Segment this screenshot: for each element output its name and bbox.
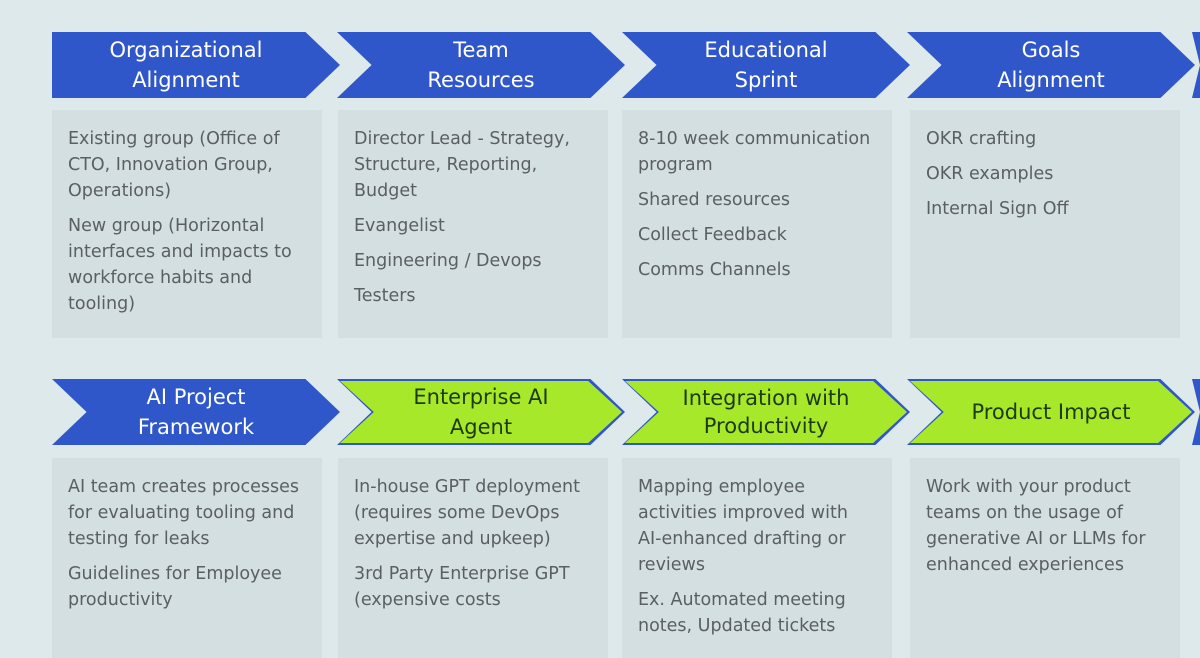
stage-title: Educational Sprint bbox=[704, 38, 828, 92]
stage-chevron: Integration with Productivity bbox=[622, 379, 910, 445]
stage-item: Work with your product teams on the usag… bbox=[926, 477, 1146, 575]
stage-chevron: Enterprise AI Agent bbox=[337, 379, 625, 445]
stage-card: AI team creates processes for evaluating… bbox=[52, 458, 322, 658]
stage-item: OKR crafting bbox=[926, 129, 1037, 149]
stage-item: In-house GPT deployment (requires some D… bbox=[354, 477, 580, 549]
stage-item: Comms Channels bbox=[638, 260, 791, 280]
stage-chevron: Educational Sprint bbox=[622, 32, 910, 98]
stage-item: AI team creates processes for evaluating… bbox=[68, 477, 300, 549]
stage-card: Work with your product teams on the usag… bbox=[910, 458, 1180, 658]
stage-item: Testers bbox=[354, 286, 416, 306]
stage-item: Ex. Automated meeting notes, Updated tic… bbox=[638, 590, 846, 636]
stage-item: Guidelines for Employee productivity bbox=[68, 564, 282, 610]
stage-title: Goals Alignment bbox=[997, 38, 1105, 92]
stage-card: In-house GPT deployment (requires some D… bbox=[338, 458, 608, 658]
stage-item: 8-10 week communication program bbox=[638, 129, 871, 175]
stage-card: Mapping employee activities improved wit… bbox=[622, 458, 892, 658]
stage-item: Mapping employee activities improved wit… bbox=[638, 477, 848, 575]
stage-item: Collect Feedback bbox=[638, 225, 787, 245]
stage-item: Evangelist bbox=[354, 216, 445, 236]
stage-chevron: Organizational Alignment bbox=[52, 32, 340, 98]
stage-card: Director Lead - Strategy, Structure, Rep… bbox=[338, 110, 608, 338]
stage-title: Enterprise AI Agent bbox=[413, 385, 549, 439]
stage-chevron: Goals Alignment bbox=[907, 32, 1195, 98]
stage-card: Existing group (Office of CTO, Innovatio… bbox=[52, 110, 322, 338]
stage-chevron: Team Resources bbox=[337, 32, 625, 98]
stage-item: Engineering / Devops bbox=[354, 251, 542, 271]
stage-item: Internal Sign Off bbox=[926, 199, 1069, 219]
stage-title: AI Project Framework bbox=[137, 385, 255, 439]
stage-item: 3rd Party Enterprise GPT (expensive cost… bbox=[354, 564, 570, 610]
stage-title: Product Impact bbox=[971, 400, 1131, 424]
stage-chevron: Product Impact bbox=[907, 379, 1195, 445]
stage-title: Team Resources bbox=[427, 38, 535, 92]
stage-title: Integration with Productivity bbox=[682, 386, 850, 438]
stage-chevron: AI Project Framework bbox=[52, 379, 340, 445]
stage-item: Shared resources bbox=[638, 190, 790, 210]
stage-item: OKR examples bbox=[926, 164, 1054, 184]
stage-title: Organizational Alignment bbox=[109, 38, 263, 92]
stage-item: New group (Horizontal interfaces and imp… bbox=[68, 216, 292, 314]
stage-item: Director Lead - Strategy, Structure, Rep… bbox=[354, 129, 570, 201]
stage-item: Existing group (Office of CTO, Innovatio… bbox=[68, 129, 280, 201]
